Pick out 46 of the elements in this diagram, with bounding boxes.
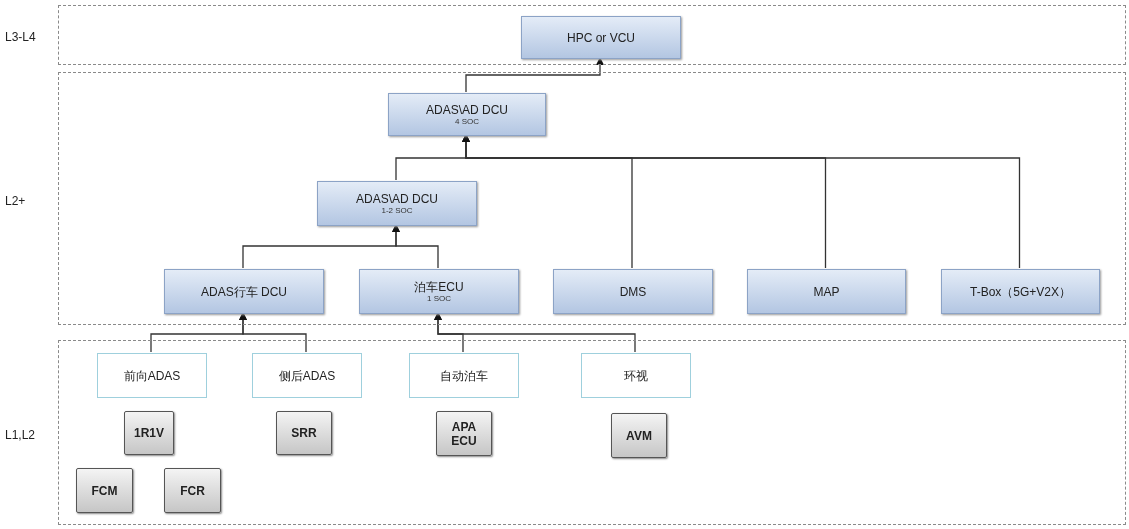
connector-arrow — [434, 312, 636, 353]
module-box — [747, 269, 906, 314]
module-name: 侧后ADAS — [277, 368, 337, 383]
module-name: APA ECU — [450, 419, 478, 448]
sensor-box — [124, 411, 174, 455]
module-note: 1 SOC — [427, 293, 451, 304]
module-name: 自动泊车 — [439, 368, 489, 383]
connector-arrow — [392, 224, 439, 269]
module-box — [941, 269, 1100, 314]
module-name: 1R1V — [133, 426, 165, 440]
module-box — [521, 16, 681, 59]
sensor-box — [611, 413, 667, 458]
connector-arrow — [465, 57, 604, 93]
module-box — [164, 269, 324, 314]
module-name: 泊车ECU — [413, 279, 465, 294]
layer-label: L2+ — [5, 192, 27, 210]
module-name: DMS — [618, 284, 648, 299]
function-box — [97, 353, 207, 398]
module-name: MAP — [812, 284, 841, 299]
module-name: SRR — [290, 426, 318, 440]
layer-label: L1,L2 — [5, 426, 37, 444]
module-name: ADAS\AD DCU — [355, 191, 439, 206]
module-name: 前向ADAS — [122, 368, 182, 383]
sensor-box — [436, 411, 492, 456]
sensor-box — [164, 468, 221, 513]
module-name: FCM — [90, 483, 119, 498]
function-box — [581, 353, 691, 398]
sensor-box — [276, 411, 332, 455]
module-name: FCR — [179, 483, 206, 498]
module-name: T-Box（5G+V2X） — [968, 284, 1072, 299]
sensor-box — [76, 468, 133, 513]
module-name: AVM — [625, 428, 653, 443]
module-name: HPC or VCU — [566, 30, 636, 45]
module-note: 4 SOC — [455, 116, 479, 127]
module-name: ADAS行车 DCU — [200, 284, 288, 299]
module-name: 环视 — [623, 368, 649, 383]
function-box — [409, 353, 519, 398]
module-box — [553, 269, 713, 314]
module-box — [359, 269, 519, 314]
connector-arrow — [239, 312, 307, 353]
function-box — [252, 353, 362, 398]
module-name: ADAS\AD DCU — [425, 102, 509, 117]
module-box — [317, 181, 477, 226]
layer-label: L3-L4 — [5, 29, 37, 46]
module-note: 1-2 SOC — [381, 205, 413, 216]
module-box — [388, 93, 546, 136]
